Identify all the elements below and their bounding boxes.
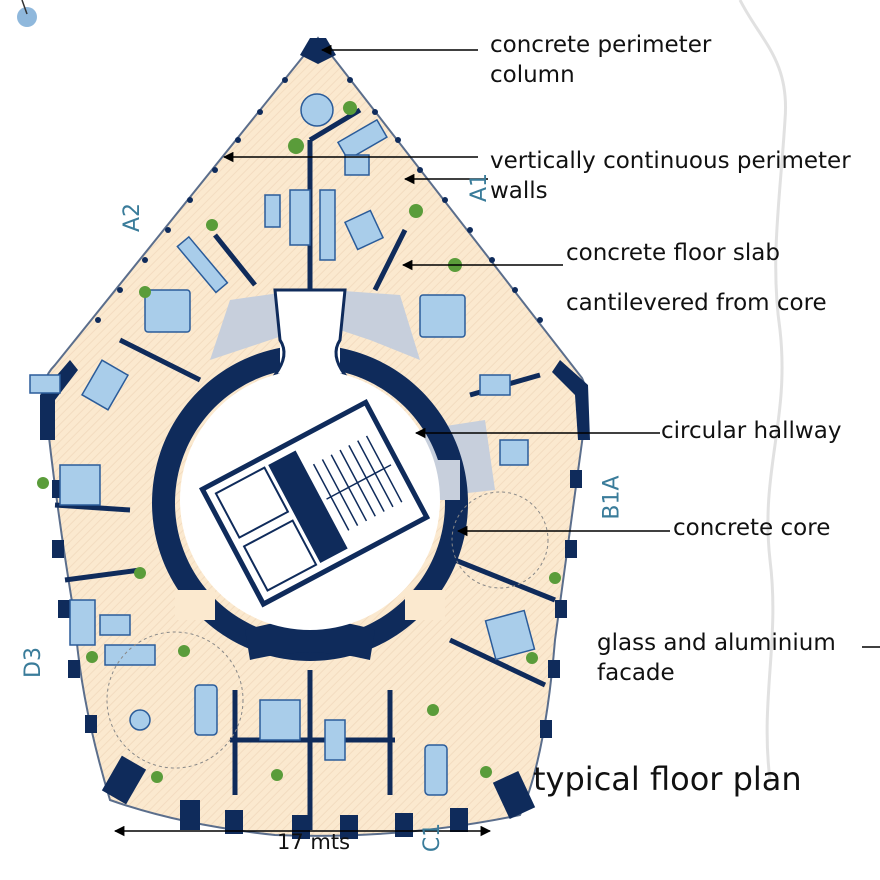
dimension-label: 17 mts (277, 830, 351, 854)
callout-line: facade (597, 660, 675, 686)
callout-line: glass and aluminium (597, 630, 836, 656)
callout-perimeter-walls: vertically continuous perimeter walls (490, 146, 851, 206)
building-plan (29, 36, 590, 839)
dining-area-outline (106, 631, 244, 769)
unit-label-b1a: B1A (599, 475, 625, 520)
callout-line: walls (490, 178, 548, 204)
background-sketch (738, 0, 788, 781)
pin-stem (21, 0, 28, 15)
callout-circular-hallway: circular hallway (661, 416, 841, 446)
core-entry (272, 288, 348, 377)
callout-line: cantilevered from core (566, 290, 827, 316)
unit-label-d3: D3 (20, 647, 46, 678)
diagram-title: typical floor plan (533, 760, 802, 798)
hallway-zone (330, 290, 420, 360)
perimeter-column (300, 38, 336, 64)
callout-floor-slab: concrete floor slab cantilevered from co… (566, 238, 827, 318)
core-bottom-lobe (245, 620, 375, 660)
pin-icon (17, 7, 37, 27)
unit-label-a2: A2 (120, 202, 146, 233)
furniture (29, 93, 536, 796)
callout-leaders (113, 44, 880, 837)
callout-line: circular hallway (661, 418, 842, 444)
callout-line: concrete perimeter (490, 32, 712, 58)
callout-line: concrete core (673, 515, 831, 541)
unit-label-a1: A1 (467, 172, 493, 203)
callout-line: vertically continuous perimeter (490, 148, 851, 174)
perimeter-wall-left (40, 360, 78, 440)
callout-line: column (490, 62, 575, 88)
facade-mullions (95, 77, 543, 323)
callout-line: concrete floor slab (566, 240, 780, 266)
core-opening (405, 590, 445, 620)
lift-stair-core (198, 399, 431, 608)
perimeter-wall-right (552, 360, 590, 440)
plants (37, 101, 561, 783)
callout-perimeter-column: concrete perimeter column (490, 30, 711, 90)
interior-walls (54, 107, 556, 830)
callout-facade: glass and aluminium facade (597, 628, 836, 688)
unit-label-c1: C1 (420, 822, 446, 853)
lounge-area-outline (451, 491, 549, 589)
core-opening (175, 590, 215, 620)
callout-concrete-core: concrete core (673, 513, 830, 543)
